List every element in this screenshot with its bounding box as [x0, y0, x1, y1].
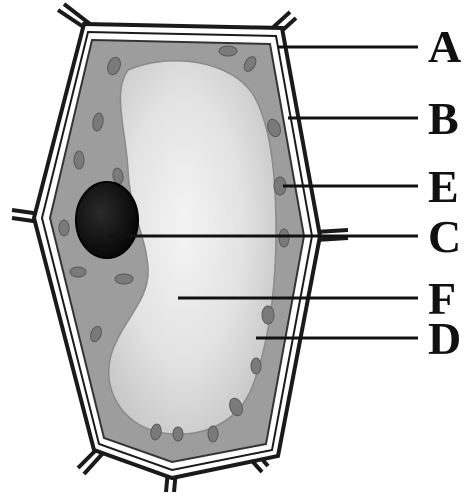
label-e: E: [428, 161, 459, 212]
nucleus: [76, 182, 138, 258]
label-b: B: [428, 93, 459, 144]
label-c: C: [428, 211, 461, 262]
label-d: D: [428, 313, 461, 364]
label-a: A: [428, 21, 461, 72]
labels: A B E C F D: [428, 21, 461, 364]
